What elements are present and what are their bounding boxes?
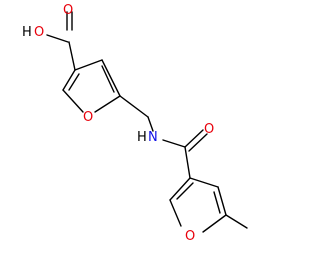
bond-r1-c2-o — [62, 89, 84, 113]
bond-r2-c3-c2 — [169, 177, 191, 201]
bond-r1-c4-c3 — [74, 59, 103, 71]
furan-ring-1 — [62, 59, 121, 113]
atom-nh-h: H — [137, 130, 147, 145]
atom-nh-n: N — [148, 130, 158, 145]
atom-oh-o: O — [34, 25, 44, 40]
molecule-svg: H O O O H N O O — [22, 3, 248, 244]
bond-r1-o-c5 — [94, 95, 121, 113]
bond-n-carbonyl — [162, 139, 186, 148]
bond-carbonyl-o-a — [184, 129, 204, 148]
bond-r1-inner-a — [68, 73, 80, 91]
bond-methyl — [225, 214, 248, 229]
linker-amide-group — [119, 95, 208, 179]
bond-carboxyl-ring — [68, 41, 76, 71]
furan-ring-2 — [169, 177, 248, 233]
bond-r1-inner-b — [101, 65, 115, 93]
bond-r2-c4-c3 — [189, 177, 219, 188]
bond-r2-o-c5 — [202, 214, 227, 233]
bond-r2-c2-o — [169, 199, 182, 227]
bond-oh-c — [46, 34, 69, 43]
atom-carbonyl-o2: O — [204, 122, 214, 137]
bond-r1-c3-c2 — [62, 69, 76, 91]
atom-ring2-o: O — [185, 229, 195, 244]
bond-r2-c5-c4 — [217, 186, 227, 216]
atom-oh-h: H — [22, 25, 32, 40]
bond-r2-inner-a — [176, 182, 194, 200]
bond-r1-c5-c4 — [101, 59, 121, 97]
atom-carbonyl-o1: O — [63, 3, 73, 18]
bond-r2-inner-b — [213, 191, 221, 214]
molecule-diagram: H O O O H N O O — [22, 3, 248, 244]
bond-carbonyl-o-b — [188, 133, 208, 152]
atom-ring1-o: O — [83, 110, 93, 125]
atom-labels: H O O O H N O O — [22, 3, 214, 244]
bond-ch2-n — [147, 116, 154, 132]
carboxylic-acid-group — [46, 11, 76, 71]
bond-c5-ch2 — [119, 95, 149, 118]
bond-carbonyl-ring2 — [184, 146, 191, 179]
